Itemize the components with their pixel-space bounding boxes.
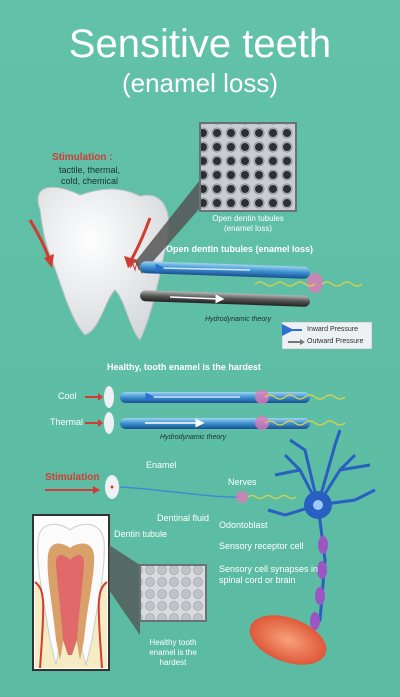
page-title: Sensitive teeth: [68, 22, 332, 66]
brain-spinal-cord-shape: [249, 615, 327, 665]
legend-outward: Outward Pressure: [307, 338, 364, 345]
odontoblast-label: Odontoblast: [219, 520, 268, 530]
legend-inward: Inward Pressure: [307, 326, 358, 333]
nerves-label: Nerves: [228, 477, 257, 487]
stimulation-label: Stimulation: [45, 472, 100, 483]
cool-label: Cool: [58, 391, 77, 401]
stimulation-types: tactile, thermal, cold, chemical: [58, 165, 121, 186]
hydrodynamic-label-2: Hydrodynamic theory: [160, 434, 227, 441]
sensory-receptor-label: Sensory receptor cell: [219, 541, 304, 551]
dentinal-fluid-label: Dentinal fluid: [157, 513, 210, 523]
enamel-label: Enamel: [146, 460, 177, 470]
zoom-bottom-caption: Healthy tooth enamel is the hardest: [149, 638, 197, 667]
thermal-label: Thermal: [50, 417, 84, 427]
stimulation-heading: Stimulation :: [52, 152, 113, 163]
hydrodynamic-label-1: Hydrodynamic theory: [205, 316, 272, 323]
molar-tooth-top: [37, 186, 170, 341]
pressure-legend-box: [281, 321, 373, 350]
section2-heading: Healthy, tooth enamel is the hardest: [107, 362, 261, 372]
sensory-synapses-label: Sensory cell synapses in spinal cord or …: [219, 564, 319, 585]
zoom-open-tubules-image: [199, 122, 297, 212]
neuron-illustration: [267, 429, 376, 641]
section1-heading: Open dentin tubules (enamel loss): [166, 244, 314, 254]
page-subtitle: (enamel loss): [121, 68, 279, 98]
zoom-top-caption: Open dentin tubules (enamel loss): [212, 214, 284, 233]
zoom-healthy-enamel-image: [139, 564, 207, 622]
dentin-tubule-label: Dentin tubule: [114, 529, 168, 539]
